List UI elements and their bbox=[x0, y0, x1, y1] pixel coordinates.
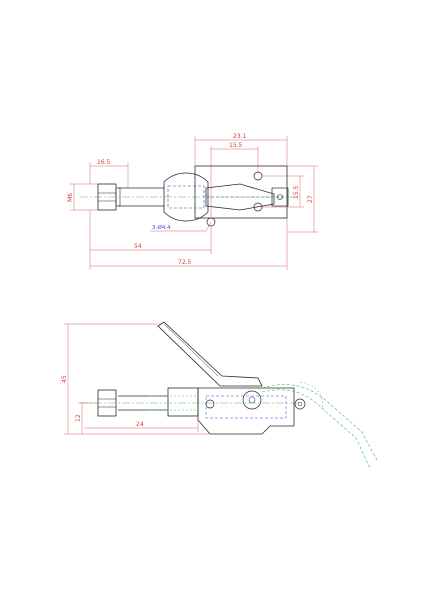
linkage-arm bbox=[205, 183, 275, 211]
dim-hole-vertical: 15.5 bbox=[293, 185, 300, 199]
dim-thread-length: 16.5 bbox=[97, 159, 111, 166]
dim-overall-length: 72.5 bbox=[178, 259, 192, 266]
dim-thread-dia: M6 bbox=[67, 193, 74, 202]
dim-stroke: 24 bbox=[136, 421, 144, 428]
pivot-3 bbox=[294, 398, 306, 410]
base-plate bbox=[194, 165, 288, 219]
dim-hole-spacing: 15.5 bbox=[229, 142, 243, 149]
dim-body-width: 23.1 bbox=[233, 133, 247, 140]
pivot-1 bbox=[205, 399, 215, 409]
clamp-base bbox=[197, 387, 295, 435]
mounting-hole-1 bbox=[253, 171, 263, 181]
dim-rod-to-hole: 54 bbox=[134, 243, 142, 250]
rod-housing bbox=[163, 172, 209, 222]
pivot-2-pin bbox=[248, 396, 256, 404]
housing-hidden bbox=[167, 185, 205, 209]
side-view: 45 12 24 bbox=[61, 321, 379, 469]
pivot-2 bbox=[242, 390, 262, 410]
handle-lever bbox=[157, 321, 263, 387]
dim-base-height: 12 bbox=[75, 414, 82, 422]
open-position-phantom bbox=[261, 384, 379, 463]
dim-plate-height: 27 bbox=[307, 195, 314, 203]
base-hidden bbox=[205, 395, 287, 419]
plunger-housing bbox=[167, 387, 199, 417]
top-view: 23.1 15.5 16.5 M6 27 15.5 54 72.5 3-Ø4.4 bbox=[67, 133, 318, 270]
dim-overall-height: 45 bbox=[61, 375, 68, 383]
hole-note: 3-Ø4.4 bbox=[152, 224, 171, 231]
